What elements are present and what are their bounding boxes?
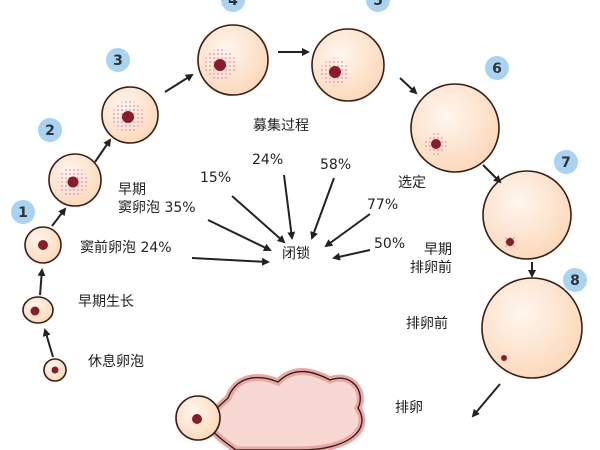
- atresia-arrow-preantral: [191, 257, 270, 266]
- step-badge-1: 1: [11, 200, 35, 224]
- atresia-pct-58: 58%: [320, 157, 352, 173]
- atresia-pct-77: 77%: [367, 197, 399, 213]
- arrow-2: [37, 268, 46, 296]
- label-early-antral-line1: 早期: [118, 182, 146, 198]
- ovulation-illustration: [175, 368, 366, 450]
- step-badge-5: 5: [366, 0, 390, 12]
- label-recruitment: 募集过程: [253, 118, 309, 134]
- follicle-stage-2: [48, 153, 102, 207]
- step-number: 3: [113, 53, 123, 69]
- step-number: 6: [492, 61, 502, 77]
- step-badges: 1 2 3 4 5 6 7: [11, 0, 587, 292]
- label-early-preovulatory-line1: 早期: [424, 242, 452, 258]
- label-early-preovulatory-line2: 排卵前: [410, 260, 452, 276]
- follicle-stage-8: [481, 277, 583, 379]
- follicle-stage-5: [311, 28, 385, 102]
- step-badge-8: 8: [563, 268, 587, 292]
- atresia-pct-15: 15%: [200, 170, 232, 186]
- follicle-stage-6: [410, 83, 500, 173]
- follicle-stage-4: [197, 24, 269, 96]
- arrow-5: [164, 73, 194, 93]
- step-badge-2: 2: [38, 118, 62, 142]
- step-badge-6: 6: [485, 56, 509, 80]
- step-number: 2: [45, 123, 55, 139]
- label-ovulation: 排卵: [395, 400, 423, 416]
- step-number: 5: [373, 0, 383, 9]
- arrow-8: [482, 164, 502, 184]
- atresia-arrow-77: [324, 213, 371, 248]
- label-early-antral-line2: 窦卵泡 35%: [118, 200, 196, 216]
- arrow-3: [51, 207, 67, 227]
- atresia-arrows: [191, 174, 371, 266]
- step-badge-3: 3: [106, 48, 130, 72]
- atresia-arrow-35: [207, 219, 272, 251]
- atresia-arrow-24: [283, 174, 296, 240]
- arrow-4: [94, 138, 112, 163]
- label-atresia: 闭锁: [282, 246, 310, 262]
- atresia-arrow-58: [310, 177, 335, 240]
- step-number: 1: [18, 205, 28, 221]
- arrow-10: [471, 383, 501, 418]
- label-selection: 选定: [398, 175, 426, 191]
- follicle-stage-3: [101, 86, 159, 144]
- step-number: 8: [570, 273, 580, 289]
- progression-arrows: [37, 48, 536, 418]
- step-badge-4: 4: [221, 0, 245, 12]
- label-preantral-follicle: 窦前卵泡 24%: [80, 240, 172, 256]
- label-early-growth: 早期生长: [78, 294, 134, 310]
- step-number: 4: [228, 0, 238, 9]
- atresia-arrow-50: [332, 249, 371, 261]
- arrow-7: [399, 77, 418, 95]
- atresia-pct-50: 50%: [374, 236, 406, 252]
- arrow-1: [42, 328, 54, 358]
- atresia-arrow-15: [231, 195, 286, 244]
- label-resting-follicle: 休息卵泡: [88, 354, 144, 370]
- atresia-pct-24: 24%: [252, 152, 284, 168]
- follicle-preantral: [24, 226, 62, 264]
- label-preovulatory: 排卵前: [406, 316, 448, 332]
- step-badge-7: 7: [554, 150, 578, 174]
- follicle-early-growth: [22, 296, 54, 324]
- step-number: 7: [561, 155, 571, 171]
- follicle-resting: [43, 358, 67, 382]
- follicle-stage-7: [482, 170, 572, 260]
